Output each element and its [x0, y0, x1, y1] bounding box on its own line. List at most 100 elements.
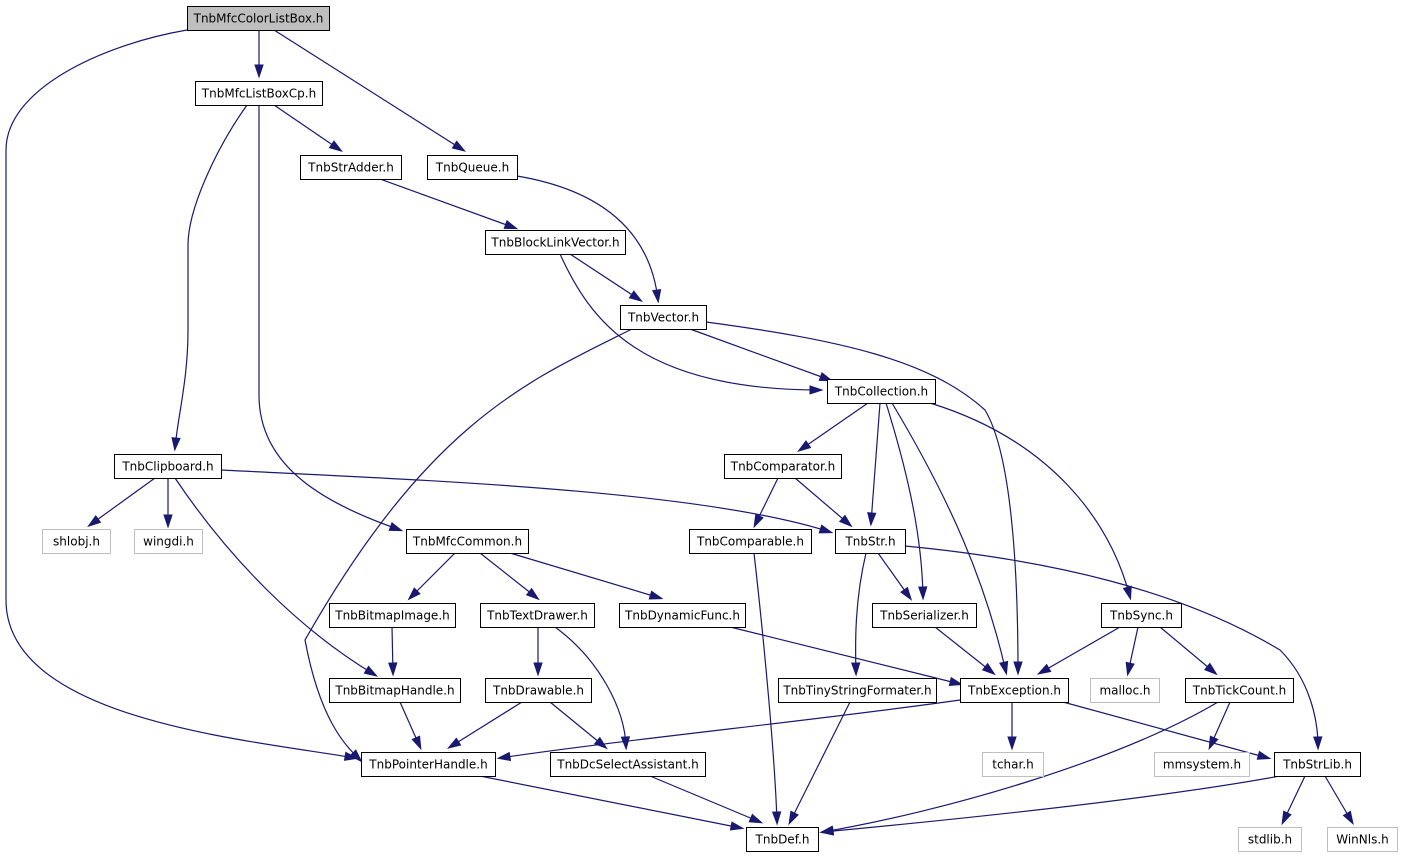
node-tnbcollection-h[interactable]: TnbCollection.h — [827, 379, 936, 404]
node-winnls-h[interactable]: WinNls.h — [1327, 827, 1398, 852]
arrowhead-tnbvector-to-tnbpointerhandle — [349, 749, 363, 763]
node-stdlib-h[interactable]: stdlib.h — [1238, 827, 1302, 852]
edge-tnbcollection-to-tnbstr — [870, 402, 881, 524]
edges-layer — [5, 29, 1354, 836]
node-box — [960, 678, 1069, 703]
edge-tnbmfccolorlistbox-to-tnbqueue — [273, 29, 464, 151]
node-tchar-h[interactable]: tchar.h — [982, 752, 1044, 777]
arrowhead-tnbcollection-to-tnbsync — [1122, 585, 1132, 601]
node-tnbtickcount-h[interactable]: TnbTickCount.h — [1185, 678, 1294, 703]
arrowhead-tnbclipboard-to-tnbstr — [818, 524, 834, 534]
node-box — [620, 305, 707, 330]
node-wingdi-h[interactable]: wingdi.h — [134, 529, 203, 554]
edge-tnbmfccommon-to-tnbbitmapimage — [409, 552, 456, 599]
edge-tnbcollection-to-tnbcomparator — [799, 402, 869, 451]
node-label: TnbException.h — [967, 684, 1061, 698]
node-label: TnbComparator.h — [730, 460, 836, 474]
edge-tnbexception-to-tnbpointerhandle — [499, 699, 961, 759]
arrowhead-tnbtickcount-to-mmsystem — [1208, 735, 1219, 751]
node-label: wingdi.h — [143, 535, 194, 549]
edge-tnbcollection-to-tnbexception — [891, 402, 1007, 673]
node-label: shlobj.h — [53, 535, 100, 549]
node-tnbtextdrawer-h[interactable]: TnbTextDrawer.h — [480, 603, 595, 628]
node-tnbblocklinkvector-h[interactable]: TnbBlockLinkVector.h — [485, 230, 626, 255]
edge-tnbclipboard-to-tnbstr — [220, 469, 831, 533]
node-shlobj-h[interactable]: shlobj.h — [42, 529, 111, 554]
node-box — [1238, 827, 1302, 852]
node-box — [485, 230, 626, 255]
arrowhead-tnbclipboard-to-tnbbitmaphandle — [363, 665, 379, 677]
node-tnbcomparable-h[interactable]: TnbComparable.h — [689, 529, 812, 554]
node-label: WinNls.h — [1336, 833, 1389, 847]
node-tnbexception-h[interactable]: TnbException.h — [960, 678, 1069, 703]
node-label: TnbTinyStringFormater.h — [782, 684, 931, 698]
arrowhead-tnbstradder-to-tnbblocklinkvector — [503, 220, 519, 230]
edge-tnbpointerhandle-to-tnbdef — [479, 775, 742, 829]
node-box — [1327, 827, 1398, 852]
arrowhead-tnbsync-to-tnbtickcount — [1203, 662, 1218, 676]
node-label: TnbBlockLinkVector.h — [490, 236, 619, 250]
edge-tnbmfclistboxcp-to-tnbstradder — [273, 104, 341, 151]
arrowhead-tnbdynamicfunc-to-tnbexception — [948, 676, 964, 687]
node-box — [872, 603, 977, 628]
edge-tnbcollection-to-tnbserializer — [885, 402, 924, 598]
node-box — [724, 454, 842, 479]
node-tnbdcselectassistant-h[interactable]: TnbDcSelectAssistant.h — [550, 752, 706, 777]
nodes-layer: TnbMfcColorListBox.hTnbMfcListBoxCp.hTnb… — [42, 6, 1398, 852]
node-label: TnbSync.h — [1109, 609, 1173, 623]
arrowhead-tnbmfccommon-to-tnbdynamicfunc — [648, 590, 664, 600]
edge-tnbstr-to-tnbtinystringformater — [854, 552, 867, 674]
edge-tnbmfccolorlistbox-to-tnbpointerhandle — [5, 29, 356, 759]
arrowhead-tnbcomparator-to-tnbstr — [838, 514, 853, 528]
node-label: TnbQueue.h — [435, 161, 509, 175]
node-box — [114, 454, 222, 479]
node-tnbstradder-h[interactable]: TnbStrAdder.h — [300, 155, 402, 180]
node-tnbcomparator-h[interactable]: TnbComparator.h — [724, 454, 842, 479]
edge-tnbvector-to-tnbpointerhandle — [304, 328, 633, 761]
node-tnbvector-h[interactable]: TnbVector.h — [620, 305, 707, 330]
edge-tnbmfclistboxcp-to-tnbmfccommon — [258, 105, 401, 531]
arrowhead-tnbtinystringformater-to-tnbdef — [788, 810, 799, 826]
node-tnbtinystringformater-h[interactable]: TnbTinyStringFormater.h — [778, 678, 937, 703]
node-box — [778, 678, 937, 703]
node-mmsystem-h[interactable]: mmsystem.h — [1154, 752, 1250, 777]
node-tnbdrawable-h[interactable]: TnbDrawable.h — [485, 678, 592, 703]
node-tnbdef-h[interactable]: TnbDef.h — [746, 827, 819, 852]
node-box — [1274, 752, 1361, 777]
edge-tnbmfccommon-to-tnbtextdrawer — [479, 552, 538, 599]
node-tnbbitmapimage-h[interactable]: TnbBitmapImage.h — [329, 603, 456, 628]
node-tnbserializer-h[interactable]: TnbSerializer.h — [872, 603, 977, 628]
node-tnbdynamicfunc-h[interactable]: TnbDynamicFunc.h — [619, 603, 746, 628]
node-label: TnbTickCount.h — [1192, 684, 1286, 698]
arrowhead-tnbtextdrawer-to-tnbdcselectassistant — [620, 736, 631, 751]
arrowhead-tnbblocklinkvector-to-tnbvector — [628, 290, 643, 302]
arrowhead-tnbvector-to-tnbcollection — [818, 371, 834, 382]
node-box — [406, 529, 529, 554]
edge-tnbvector-to-tnbexception — [705, 321, 1019, 673]
edge-tnbcomparator-to-tnbstr — [794, 477, 851, 526]
arrowhead-tnbpointerhandle-to-tnbdef — [729, 821, 745, 831]
node-tnbmfccolorlistbox-h[interactable]: TnbMfcColorListBox.h — [187, 6, 330, 31]
arrowhead-tnbcollection-to-tnbcomparator — [797, 440, 812, 453]
arrowhead-tnbcomparator-to-tnbcomparable — [753, 513, 764, 529]
node-tnbstrlib-h[interactable]: TnbStrLib.h — [1274, 752, 1361, 777]
node-label: TnbDynamicFunc.h — [624, 609, 740, 623]
node-box — [1101, 603, 1182, 628]
node-tnbpointerhandle-h[interactable]: TnbPointerHandle.h — [361, 752, 496, 777]
node-label: TnbSerializer.h — [879, 609, 969, 623]
node-malloc-h[interactable]: malloc.h — [1090, 678, 1160, 703]
arrowhead-tnbmfclistboxcp-to-tnbclipboard — [171, 437, 181, 452]
arrowhead-tnbexception-to-tnbstrlib — [1256, 750, 1272, 760]
arrowhead-tnbcollection-to-tnbstr — [867, 512, 877, 527]
node-tnbstr-h[interactable]: TnbStr.h — [835, 529, 906, 554]
node-tnbbitmaphandle-h[interactable]: TnbBitmapHandle.h — [329, 678, 461, 703]
node-tnbclipboard-h[interactable]: TnbClipboard.h — [114, 454, 222, 479]
arrowhead-tnbmfccolorlistbox-to-tnbmfclistboxcp — [254, 64, 264, 79]
node-tnbmfccommon-h[interactable]: TnbMfcCommon.h — [406, 529, 529, 554]
node-tnbsync-h[interactable]: TnbSync.h — [1101, 603, 1182, 628]
node-tnbmfclistboxcp-h[interactable]: TnbMfcListBoxCp.h — [195, 81, 323, 106]
node-label: malloc.h — [1099, 684, 1150, 698]
node-tnbqueue-h[interactable]: TnbQueue.h — [427, 155, 518, 180]
edge-tnbstr-to-tnbstrlib — [904, 545, 1319, 748]
